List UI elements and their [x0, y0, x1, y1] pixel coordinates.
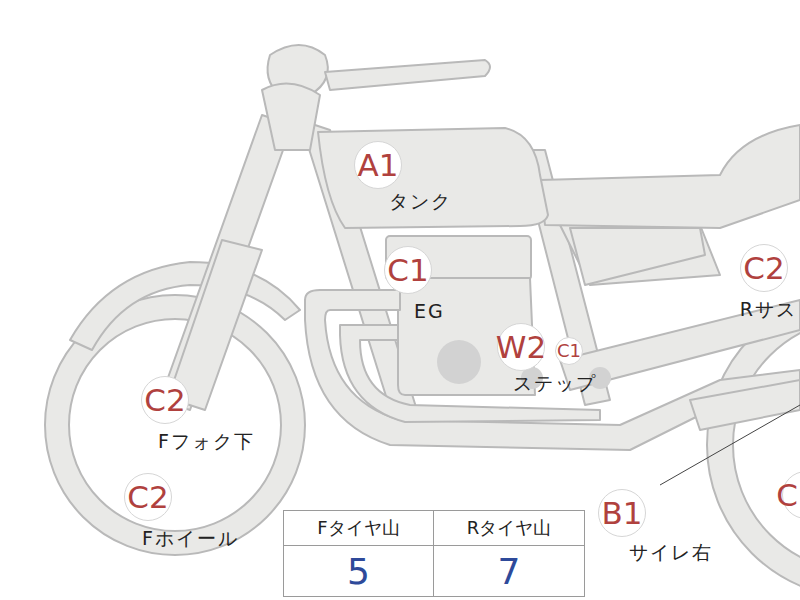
check-code: C1	[557, 342, 581, 360]
part-name: Fフォク下	[158, 431, 255, 452]
check-code: A1	[358, 150, 399, 181]
table-cell: Rタイヤ山	[433, 510, 585, 546]
table-value: 5	[347, 551, 370, 592]
check-circle: C1EG	[384, 246, 432, 294]
part-name: タンク	[389, 191, 452, 212]
table-header: Rタイヤ山	[467, 516, 552, 540]
check-code: C2	[127, 482, 168, 513]
check-code: B1	[602, 498, 643, 529]
table-cell: 7	[433, 545, 585, 597]
check-circle: A1タンク	[354, 141, 402, 189]
part-name: Fホイール	[142, 528, 239, 549]
part-name: EG	[414, 301, 445, 322]
table-cell: Fタイヤ山	[283, 510, 434, 546]
part-name: ステップ	[513, 373, 597, 394]
check-circle: B1サイレ右	[598, 489, 646, 537]
table-header: Fタイヤ山	[317, 516, 399, 540]
table-value: 7	[498, 551, 521, 592]
check-circle: W2ステップ	[497, 323, 545, 371]
check-code: C1	[387, 255, 428, 286]
part-name: Rサス	[740, 299, 797, 320]
check-circle: C	[782, 471, 800, 519]
table-cell: 5	[283, 545, 434, 597]
leader-line	[660, 405, 800, 485]
check-code: C2	[743, 253, 784, 284]
check-circle: C2Fホイール	[124, 473, 172, 521]
check-code: C	[776, 480, 798, 511]
check-code: C2	[144, 385, 185, 416]
check-code: W2	[496, 332, 546, 363]
part-name: サイレ右	[629, 542, 713, 563]
check-circle: C2Rサス	[740, 244, 788, 292]
check-circle: C2Fフォク下	[141, 376, 189, 424]
check-circle: C1	[555, 337, 583, 365]
